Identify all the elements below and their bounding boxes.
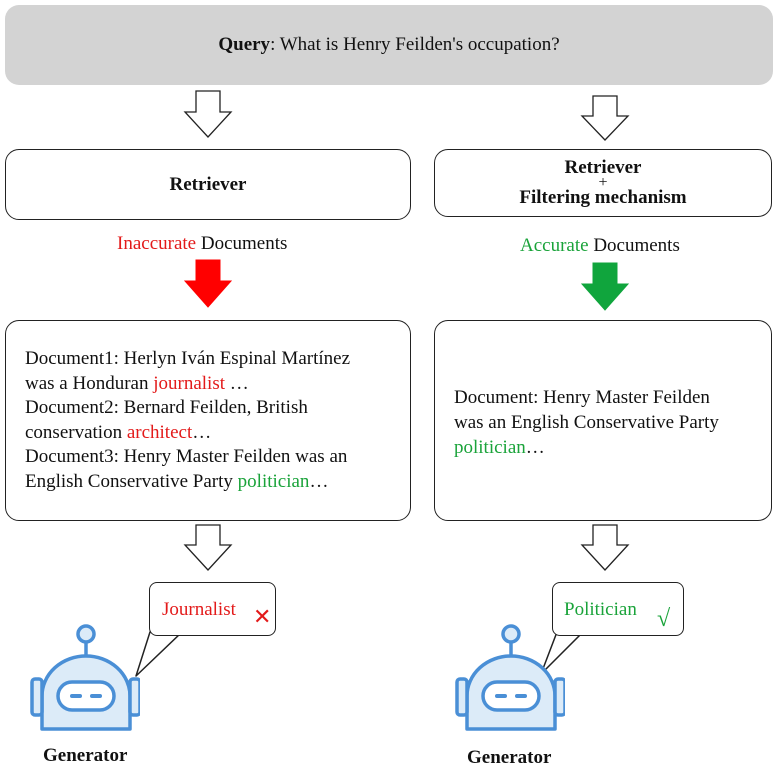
documents-word: Documents	[196, 233, 288, 254]
cross-icon: ✕	[253, 605, 272, 630]
query-bar: Query: What is Henry Feilden's occupatio…	[5, 5, 773, 85]
document-text: was an English Conservative Party	[454, 412, 719, 433]
left-documents-box: Document1: Herlyn Iván Espinal Martínez w…	[5, 320, 411, 521]
document-line: English Conservative Party politician…	[25, 470, 410, 495]
plus-sign: +	[598, 174, 608, 191]
highlighted-word: politician	[454, 437, 526, 458]
document-text: was a Honduran	[25, 372, 154, 394]
right-answer-bubble: Politician √	[552, 582, 684, 636]
document-text: …	[192, 421, 212, 443]
inaccurate-word: Inaccurate	[117, 233, 197, 254]
robot-generator-left-icon	[30, 624, 140, 731]
document-line: Document: Henry Master Feilden	[454, 385, 771, 410]
filtering-mechanism-label: Filtering mechanism	[519, 187, 687, 208]
document-line: Document3: Henry Master Feilden was an	[25, 445, 410, 470]
retriever-label: Retriever	[564, 157, 642, 178]
arrow-query-right-icon	[580, 95, 630, 141]
document-text: …	[525, 437, 545, 458]
document-line: Document2: Bernard Feilden, British	[25, 396, 410, 421]
right-documents-box: Document: Henry Master Feilden was an Eng…	[434, 320, 772, 521]
answer-journalist: Journalist	[162, 599, 236, 620]
answer-politician: Politician	[564, 599, 637, 620]
arrow-to-generator-right-icon	[580, 524, 630, 571]
generator-label-left: Generator	[43, 745, 128, 766]
arrow-to-generator-left-icon	[183, 524, 233, 571]
document-text: …	[309, 470, 329, 492]
left-answer-bubble: Journalist ✕	[149, 582, 276, 636]
document-text: conservation	[25, 421, 127, 443]
document-line: conservation architect…	[25, 421, 410, 446]
retriever-filter-box: Retriever + Filtering mechanism	[434, 149, 772, 217]
document-text: Document3: Henry Master Feilden was an	[25, 446, 348, 467]
query-label: Query	[218, 34, 271, 55]
document-line: was a Honduran journalist …	[25, 372, 410, 397]
retriever-label: Retriever	[169, 173, 247, 195]
green-arrow-icon	[580, 262, 630, 311]
accurate-word: Accurate	[520, 235, 589, 256]
robot-generator-right-icon	[455, 624, 565, 731]
highlighted-word: politician	[237, 470, 310, 492]
inaccurate-documents-label: Inaccurate Documents	[117, 233, 287, 255]
document-line: politician…	[454, 435, 771, 460]
query-text: : What is Henry Feilden's occupation?	[270, 34, 560, 55]
document-text: …	[225, 372, 249, 394]
document-text: English Conservative Party	[25, 470, 238, 492]
document-text: Document: Henry Master Feilden	[454, 387, 710, 408]
highlighted-word: architect	[126, 421, 193, 443]
documents-word: Documents	[588, 235, 680, 256]
retriever-box: Retriever	[5, 149, 411, 220]
document-line: was an English Conservative Party	[454, 410, 771, 435]
accurate-documents-label: Accurate Documents	[520, 235, 680, 257]
check-icon: √	[657, 606, 671, 632]
red-arrow-icon	[183, 259, 233, 308]
generator-label-right: Generator	[467, 747, 552, 768]
highlighted-word: journalist	[153, 372, 225, 394]
document-line: Document1: Herlyn Iván Espinal Martínez	[25, 347, 410, 372]
document-text: Document1: Herlyn Iván Espinal Martínez	[25, 348, 351, 369]
arrow-query-left-icon	[183, 90, 233, 138]
document-text: Document2: Bernard Feilden, British	[25, 397, 308, 418]
